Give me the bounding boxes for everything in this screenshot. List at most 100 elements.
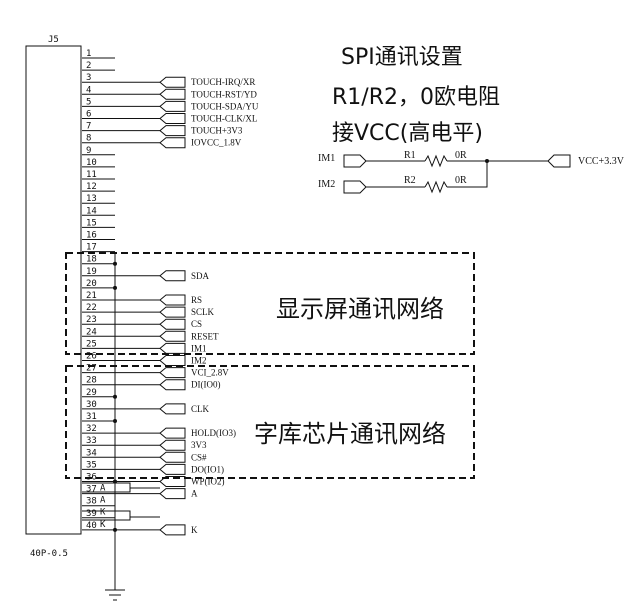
net-label: TOUCH-SDA/YU [191,101,259,111]
net-label: VCI_2.8V [191,368,229,378]
pin-19: 19 [82,267,115,277]
pin-number: 35 [86,460,97,470]
pin-38: 38 [82,497,115,507]
net-label: WP(IO2) [191,477,225,487]
pin-number: 8 [86,134,91,144]
im1-net-label: IM1 [318,153,335,164]
im1-port [343,154,367,168]
cathode-loop [82,510,131,521]
r2-label: R2 [404,175,416,186]
net-p21: RS [115,294,202,306]
pin-number: 23 [86,315,97,325]
pin-20: 20 [82,279,115,289]
pin-number: 17 [86,243,97,253]
pin-number: 38 [86,497,97,507]
connector-body [25,45,82,535]
ground-junction-31 [113,419,117,423]
vcc-label: VCC+3.3V [578,156,625,167]
ground-junction-40 [113,527,117,532]
pin-23: 23 [82,315,115,325]
net-label: IM1 [191,343,207,353]
ground-junction-20 [113,285,117,290]
pin-number: 16 [86,231,97,241]
pin-number: 7 [86,122,91,132]
net-label: A [191,489,198,499]
pin-number: 9 [86,146,91,156]
pin-17: 17 [82,243,115,253]
pin-number: 30 [86,400,97,410]
pin-31: 31 [82,412,115,422]
r2-value: 0R [455,175,467,186]
pin-number: 3 [86,73,91,83]
pin-number: 34 [86,448,97,458]
spi-note-line2: R1/R2，0欧电阻 [332,85,500,110]
net-label: RS [191,295,202,305]
net-label: TOUCH-CLK/XL [191,114,257,124]
pin-number: 13 [86,194,97,204]
net-label: IOVCC_1.8V [191,138,242,148]
r1-label: R1 [404,150,416,161]
pin-8: 8 [82,134,115,144]
net-label: CS [191,319,202,329]
pin-number: 5 [86,97,91,107]
pin-number: 24 [86,327,97,337]
pin-number: 14 [86,206,97,216]
net-p33: 3V3 [115,439,207,451]
pin-number: 11 [86,170,97,180]
pin-3: 3 [82,73,115,83]
im2-port [343,180,367,194]
connector-ref: J5 [48,35,59,45]
net-label: TOUCH-IRQ/XR [191,77,255,87]
net-p23: CS [115,318,202,330]
im2-net-label: IM2 [318,179,335,190]
net-label: DO(IO1) [191,464,224,474]
pin-27: 27 [82,364,115,374]
pin-number: 39 [86,509,97,519]
pin-number: 4 [86,85,91,95]
net-p4: TOUCH-RST/YD [115,88,257,100]
pin-9: 9 [82,146,115,156]
net-label: HOLD(IO3) [191,428,236,438]
pin-number: 33 [86,436,97,446]
pin-11: 11 [82,170,115,180]
pin-number: 27 [86,364,97,374]
r2-resistor [424,180,448,194]
pin-2: 2 [82,61,115,71]
pin-number: 25 [86,339,97,349]
pin-letter-39: K [100,520,106,530]
net-p25: IM1 [115,342,207,354]
net-p35: DO(IO1) [115,463,224,475]
net-label: RESET [191,331,219,341]
pin-number: 1 [86,49,91,59]
pin-14: 14 [82,206,115,216]
pin-40: 40 [82,521,115,531]
net-p8: IOVCC_1.8V [115,137,242,149]
pin-number: 18 [86,255,97,265]
pin-30: 30 [82,400,115,410]
net-p27: VCI_2.8V [115,367,229,379]
pin-6: 6 [82,110,115,120]
flash-group-box [65,365,475,479]
pin-number: 29 [86,388,97,398]
pin-39: 39 [82,509,115,519]
pin-29: 29 [82,388,115,398]
pin-5: 5 [82,97,115,107]
spi-note-line1: SPI通讯设置 [341,45,463,70]
pin-number: 10 [86,158,97,168]
pin-7: 7 [82,122,115,132]
pin-16: 16 [82,231,115,241]
pin-21: 21 [82,291,115,301]
net-label: SDA [191,271,210,281]
net-label: K [191,525,198,535]
pin-22: 22 [82,303,115,313]
pin-number: 22 [86,303,97,313]
pin-number: 15 [86,218,97,228]
r1-resistor [424,154,448,168]
display-group-box [65,252,475,355]
pin-1: 1 [82,49,115,59]
pin-13: 13 [82,194,115,204]
flash-group-title: 字库芯片通讯网络 [254,420,446,448]
